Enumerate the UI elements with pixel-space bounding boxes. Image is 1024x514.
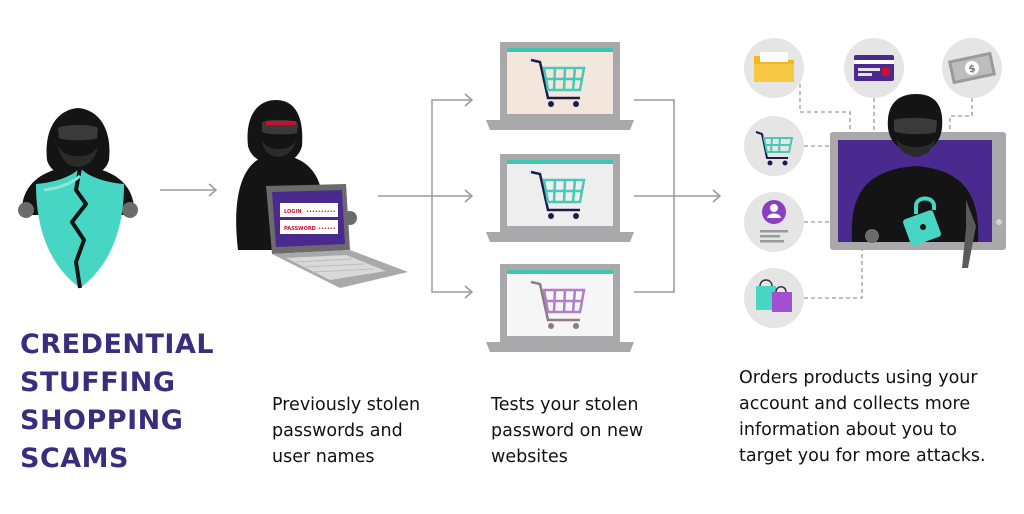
title-line: CREDENTIAL [20,329,215,360]
cart-circle [744,116,804,176]
shopping-cart-icon [755,131,794,166]
svg-text:••••••: •••••• [318,226,336,232]
caption-line: target you for more attacks. [739,446,986,466]
shopping-cart-icon [530,58,586,107]
caption-line: Tests your stolen [491,395,639,415]
user-profile-icon [760,200,788,243]
shopping-cart-icon [530,170,586,219]
hacker-with-shield [18,108,138,289]
caption-line: passwords and [272,421,403,441]
title-line: SHOPPING [20,405,184,436]
arrow-right-icon [160,183,218,197]
bags-circle [744,268,804,328]
login-label: LOGIN [284,209,301,215]
folder-icon [754,52,794,82]
dashed-connectors [799,70,973,299]
shopping-cart-icon [530,280,586,329]
broken-shield-icon [36,167,124,289]
shopping-bags-icon [756,279,792,312]
caption-line: websites [491,447,568,467]
password-label: PASSWORD [284,226,316,232]
branch-arrows [378,93,474,299]
step-2-caption: Tests your stolen password on new websit… [491,392,643,470]
hacker-icon [851,94,979,268]
folder-circle [744,38,804,98]
svg-text:$: $ [968,63,977,75]
title-line: SCAMS [20,443,129,474]
hacker-with-laptop: LOGIN •••••••••• PASSWORD •••••• [236,100,408,288]
caption-line: Orders products using your [739,368,978,388]
credit-card-icon [854,55,894,81]
money-circle: $ [942,38,1002,98]
main-title: CREDENTIAL STUFFING SHOPPING SCAMS [20,326,260,478]
caption-line: Previously stolen [272,395,421,415]
step-1-caption: Previously stolen passwords and user nam… [272,392,420,470]
test-laptop-1 [486,42,634,130]
credit-card-circle [844,38,904,98]
padlock-icon [903,196,941,246]
caption-line: account and collects more [739,394,971,414]
tablet-with-hacker [830,94,1006,268]
profile-circle [744,192,804,252]
test-laptop-3 [486,264,634,352]
caption-line: information about you to [739,420,957,440]
money-icon: $ [947,51,997,85]
test-laptop-2 [486,154,634,242]
title-line: STUFFING [20,367,176,398]
svg-text:••••••••••: •••••••••• [306,209,336,215]
step-3-caption: Orders products using your account and c… [739,365,986,469]
laptop-icon: LOGIN •••••••••• PASSWORD •••••• [266,184,408,288]
caption-line: password on new [491,421,644,441]
caption-line: user names [272,447,375,467]
merge-arrows [634,99,722,293]
